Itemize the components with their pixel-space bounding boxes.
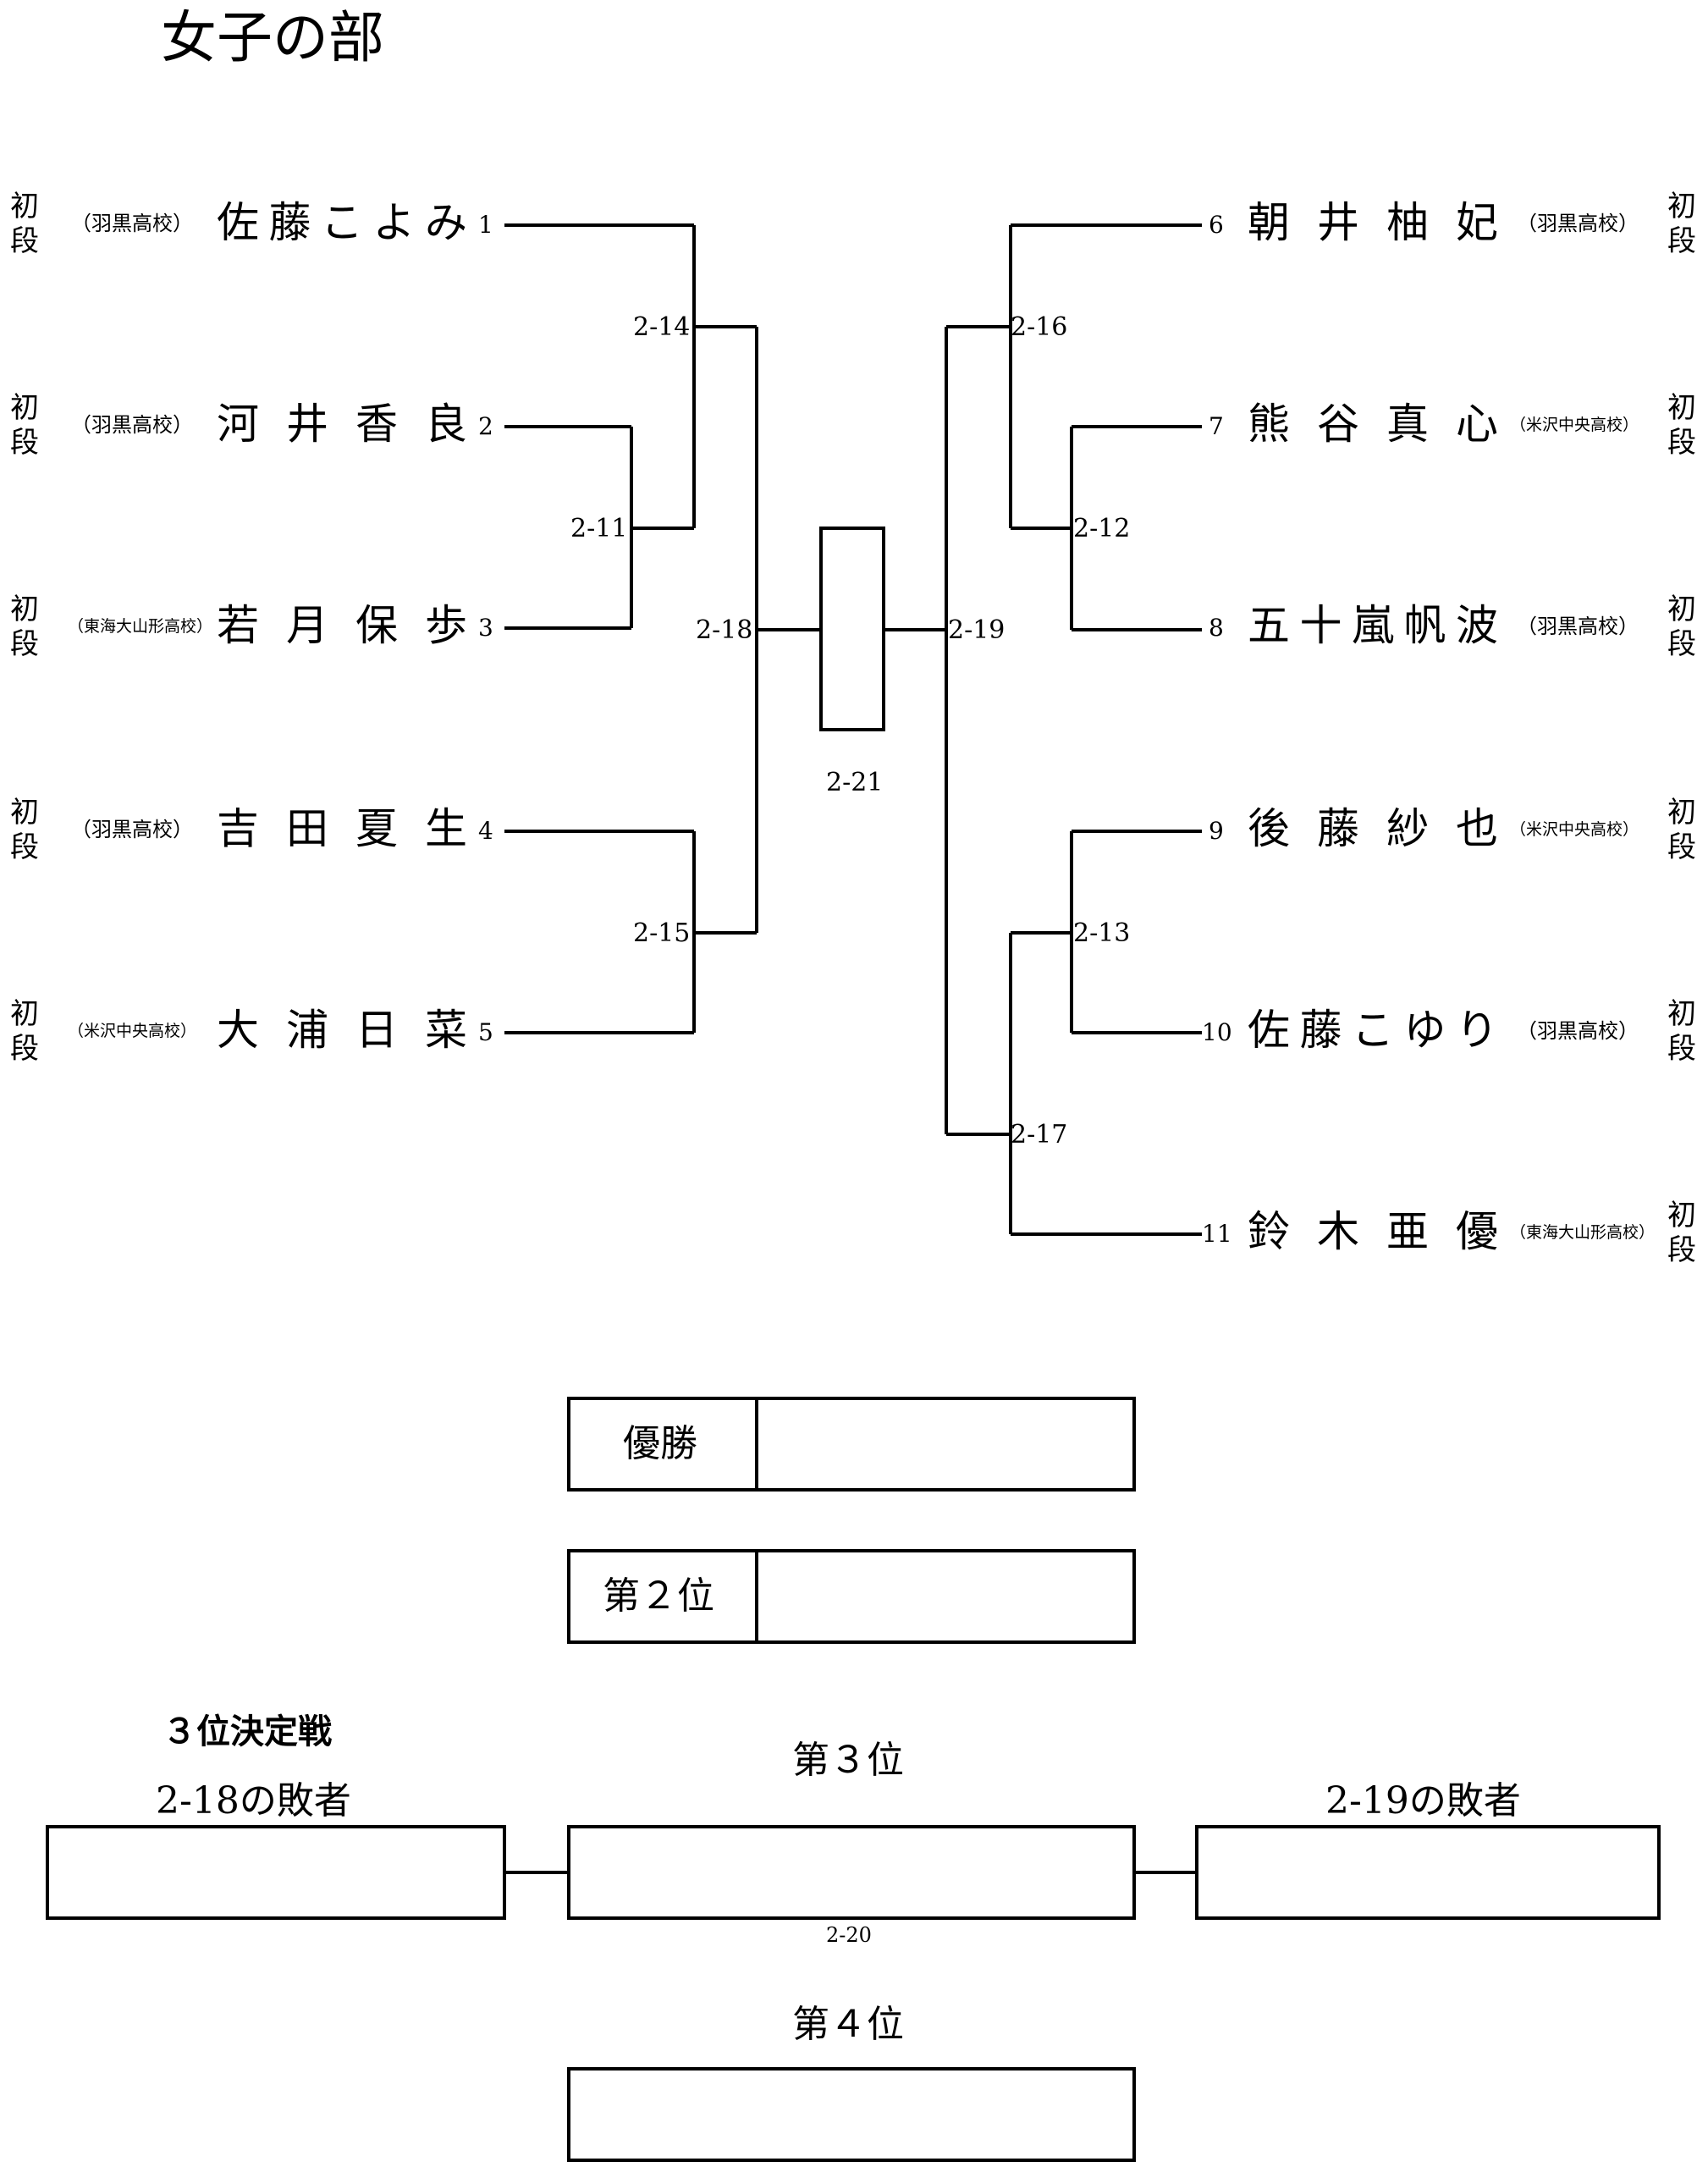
school-label: （東海大山形高校）	[1510, 1223, 1656, 1242]
match-label-2-14: 2-14	[633, 312, 691, 342]
player-name: 佐藤こゆり	[1248, 1006, 1498, 1055]
match-label-2-13: 2-13	[1073, 918, 1131, 948]
player-number: 7	[1209, 412, 1224, 440]
loser-2-19-label: 2-19の敗者	[1325, 1779, 1521, 1822]
school-label: （米沢中央高校）	[1510, 416, 1639, 434]
rank-label: 初 段	[1667, 796, 1696, 864]
rank-label: 初 段	[1667, 190, 1696, 258]
player-number: 4	[478, 817, 493, 845]
match-label-2-12: 2-12	[1073, 514, 1131, 543]
loser-2-18-label: 2-18の敗者	[156, 1779, 351, 1822]
school-label: （羽黒高校）	[71, 818, 193, 841]
page-title: 女子の部	[161, 5, 384, 70]
second-place-label: 第２位	[603, 1574, 714, 1618]
rank-label: 初 段	[1667, 391, 1696, 460]
player-name: 河井香良	[217, 400, 467, 449]
player-name: 佐藤こよみ	[217, 198, 467, 247]
rank-label: 初 段	[10, 593, 39, 661]
player-number: 8	[1209, 614, 1224, 642]
rank-label: 初 段	[10, 190, 39, 258]
rank-label: 初 段	[1667, 593, 1696, 661]
player-number: 9	[1209, 817, 1224, 845]
player-number: 3	[478, 614, 493, 642]
third-place-heading: ３位決定戦	[163, 1712, 332, 1751]
fourth-place-label: 第４位	[792, 2003, 904, 2046]
player-name: 大浦日菜	[217, 1006, 467, 1055]
player-number: 5	[478, 1018, 493, 1046]
match-label-2-19: 2-19	[948, 615, 1006, 645]
school-label: （羽黒高校）	[71, 413, 193, 437]
player-number: 2	[478, 412, 493, 440]
match-label-2-18: 2-18	[696, 615, 753, 645]
player-name: 鈴木亜優	[1248, 1207, 1498, 1256]
player-name: 吉田夏生	[217, 804, 467, 853]
player-name: 熊谷真心	[1248, 400, 1498, 449]
player-name: 朝井柚妃	[1248, 198, 1498, 247]
rank-label: 初 段	[1667, 997, 1696, 1066]
rank-label: 初 段	[10, 391, 39, 460]
third-place-label: 第３位	[792, 1739, 904, 1782]
player-number: 11	[1202, 1220, 1232, 1248]
match-label-2-17: 2-17	[1011, 1120, 1068, 1150]
match-label-2-11: 2-11	[570, 514, 628, 543]
match-label-2-15: 2-15	[633, 918, 691, 948]
school-label: （東海大山形高校）	[68, 617, 213, 636]
player-number: 1	[478, 211, 493, 239]
player-name: 後藤紗也	[1248, 804, 1498, 853]
rank-label: 初 段	[10, 796, 39, 864]
school-label: （羽黒高校）	[71, 212, 193, 235]
player-number: 10	[1202, 1018, 1232, 1046]
player-number: 6	[1209, 211, 1224, 239]
school-label: （羽黒高校）	[1517, 615, 1639, 638]
match-label-2-21: 2-21	[826, 768, 884, 797]
winner-label: 優勝	[623, 1422, 697, 1465]
school-label: （米沢中央高校）	[68, 1022, 197, 1040]
player-name: 若月保歩	[217, 601, 467, 650]
match-label-2-20: 2-20	[826, 1923, 872, 1947]
school-label: （羽黒高校）	[1517, 1019, 1639, 1043]
rank-label: 初 段	[10, 997, 39, 1066]
school-label: （米沢中央高校）	[1510, 820, 1639, 839]
match-label-2-16: 2-16	[1011, 312, 1068, 342]
school-label: （羽黒高校）	[1517, 212, 1639, 235]
player-name: 五十嵐帆波	[1248, 601, 1498, 650]
rank-label: 初 段	[1667, 1199, 1696, 1267]
